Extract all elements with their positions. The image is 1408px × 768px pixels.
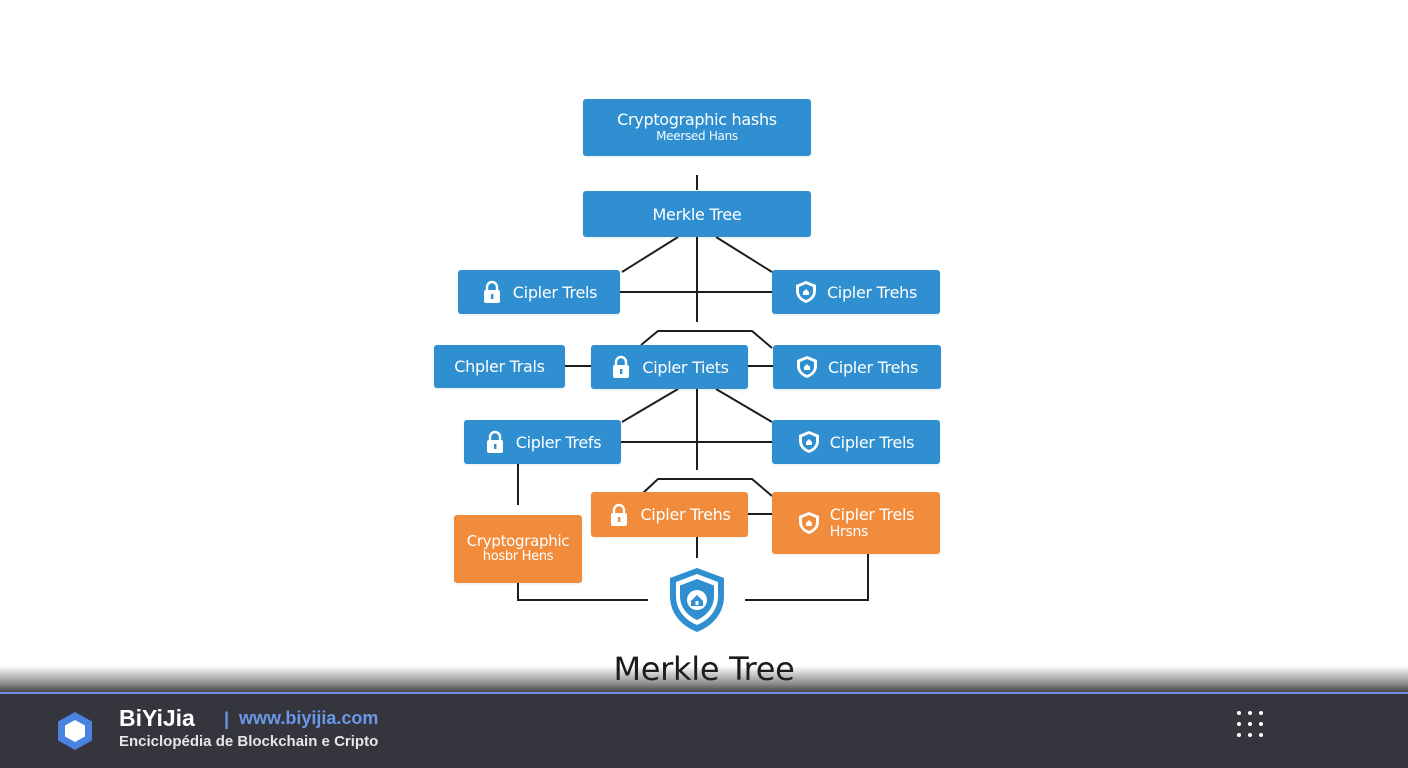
- node-l5-right-line1: Cipler Trels: [829, 504, 915, 524]
- node-l3-mid: Cipler Tiets: [591, 345, 748, 389]
- node-merkle-root: Merkle Tree: [583, 191, 811, 237]
- shield-icon: [798, 511, 820, 535]
- shield-icon: [795, 280, 817, 304]
- node-l6-left: Cryptographic hosbr Hens: [454, 515, 582, 583]
- node-l6-left-line1: Cryptographic: [466, 531, 570, 550]
- node-top-line1: Cryptographic hashs: [617, 110, 777, 130]
- brand-url-link[interactable]: www.biyijia.com: [239, 708, 379, 728]
- node-l4-right-label: Cipler Trels: [829, 432, 915, 452]
- node-l2-left: Cipler Trels: [458, 270, 620, 314]
- connector-l3-bracket: [640, 330, 773, 349]
- connector-l3-left-diag: [621, 388, 679, 423]
- grid-menu-icon[interactable]: [1234, 709, 1266, 741]
- node-top-line2: Meersed Hans: [656, 128, 738, 143]
- brand-tagline: Enciclopédia de Blockchain e Cripto: [119, 733, 379, 750]
- lock-icon: [608, 503, 630, 527]
- node-top-cryptographic-hashes: Cryptographic hashs Meersed Hans: [583, 99, 811, 156]
- node-l6-left-line2: hosbr Hens: [482, 549, 554, 565]
- node-l5-right: Cipler Trels Hrsns: [772, 492, 940, 554]
- node-l4-right: Cipler Trels: [772, 420, 940, 464]
- lock-icon: [610, 355, 632, 379]
- merkle-tree-diagram: Cryptographic hashs Meersed Hans Merkle …: [434, 99, 941, 688]
- brand-name[interactable]: BiYiJia: [119, 705, 195, 731]
- node-l3-right-label: Cipler Trehs: [827, 357, 919, 377]
- node-l2-right-label: Cipler Trehs: [826, 282, 918, 302]
- node-root-label: Merkle Tree: [652, 204, 742, 224]
- node-l2-right: Cipler Trehs: [772, 270, 940, 314]
- connector-l3-right-diag: [715, 388, 773, 423]
- connector-bottom-right: [745, 554, 869, 601]
- node-l5-mid: Cipler Trehs: [591, 492, 748, 537]
- node-l3-left-label: Chpler Trals: [454, 357, 545, 376]
- footer-bar: BiYiJia | www.biyijia.com Enciclopédia d…: [0, 692, 1408, 768]
- node-l5-mid-label: Cipler Trehs: [640, 505, 731, 524]
- brand-separator: |: [224, 709, 230, 729]
- node-l3-left: Chpler Trals: [434, 345, 565, 388]
- node-l4-left: Cipler Trefs: [464, 420, 621, 464]
- footer-shadow: [0, 666, 1408, 692]
- node-l4-left-label: Cipler Trefs: [515, 432, 602, 452]
- lock-icon: [481, 280, 503, 304]
- shield-icon: [796, 355, 818, 379]
- connector-root-right-diag: [715, 236, 773, 273]
- node-l3-mid-label: Cipler Tiets: [642, 357, 729, 377]
- connector-l5-bracket: [642, 478, 773, 497]
- connector-lines: [517, 175, 869, 601]
- shield-icon: [798, 430, 820, 454]
- shield-icon: [666, 566, 728, 634]
- hexagon-logo-icon[interactable]: [56, 711, 94, 751]
- node-l3-right: Cipler Trehs: [773, 345, 941, 389]
- node-l2-left-label: Cipler Trels: [512, 282, 598, 302]
- lock-icon: [484, 430, 506, 454]
- node-l5-right-line2: Hrsns: [829, 524, 869, 541]
- connector-bottom-left: [517, 583, 648, 601]
- connector-root-left-diag: [621, 236, 679, 273]
